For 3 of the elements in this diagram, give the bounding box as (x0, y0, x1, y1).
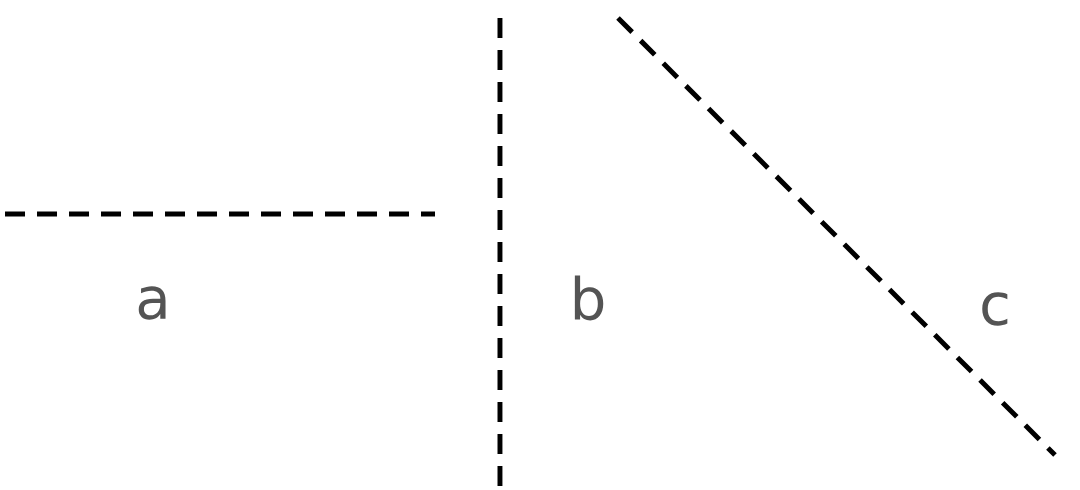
line-label: c (982, 292, 1008, 326)
line-label: b (574, 275, 604, 321)
line-label: a (138, 286, 166, 320)
